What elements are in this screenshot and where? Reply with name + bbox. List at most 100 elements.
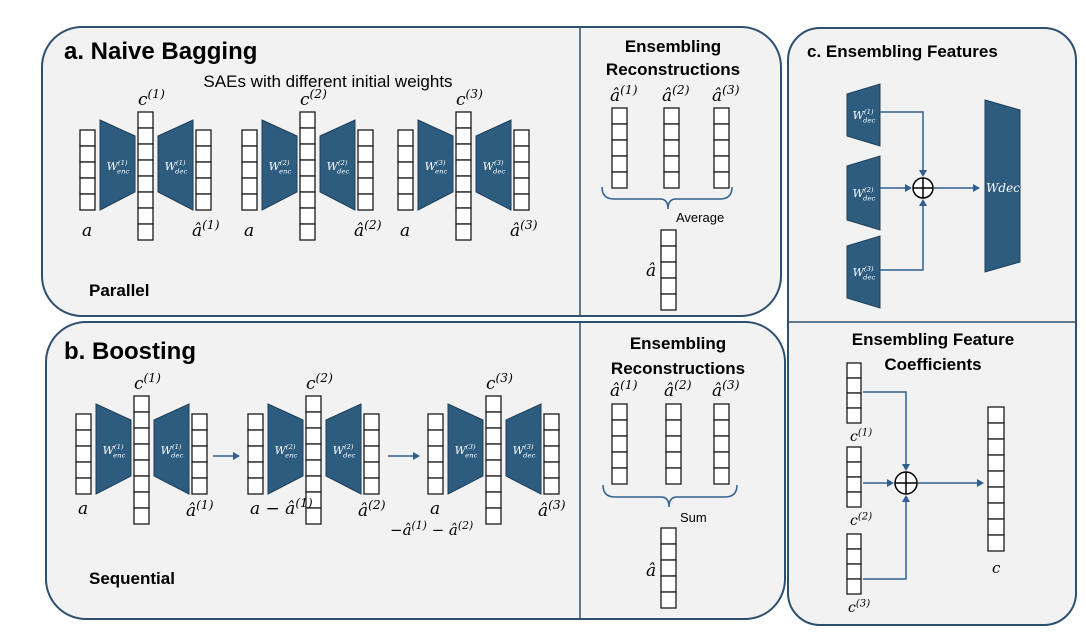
vector-cell — [611, 123, 628, 141]
input-label: a − â(1) — [250, 496, 313, 519]
vector-cell — [485, 475, 502, 493]
ens-recon-vector — [611, 107, 628, 189]
ens-recon-vector — [663, 107, 680, 189]
code-label: c(3) — [486, 371, 513, 394]
code-vector — [299, 111, 316, 241]
vector-cell — [357, 177, 374, 195]
vector-cell — [137, 191, 154, 209]
vector-cell — [133, 411, 150, 429]
vector-cell — [485, 443, 502, 461]
code-label: c(1) — [138, 87, 165, 110]
vector-cell — [660, 591, 677, 609]
vector-cell — [713, 107, 730, 125]
vector-cell — [305, 411, 322, 429]
encoder-weight — [267, 403, 304, 495]
vector-cell — [357, 161, 374, 179]
vector-cell — [455, 127, 472, 145]
code-vector — [846, 446, 862, 508]
vector-cell — [299, 159, 316, 177]
vector-cell — [191, 429, 208, 447]
averaged-output-vector — [660, 229, 677, 311]
code-label: c(2) — [300, 87, 327, 110]
vector-cell — [357, 145, 374, 163]
vector-cell — [513, 177, 530, 195]
vector-cell — [427, 429, 444, 447]
encoder-label: W(3)enc — [425, 159, 448, 175]
code-label: c(1) — [850, 426, 872, 445]
vector-cell — [133, 507, 150, 525]
vector-cell — [299, 207, 316, 225]
code-vector — [846, 362, 862, 424]
panel-b-title: b. Boosting — [64, 338, 196, 365]
recon-label: â(1) — [186, 498, 214, 521]
vector-cell — [485, 459, 502, 477]
input-label: a — [430, 499, 440, 519]
vector-cell — [846, 407, 862, 424]
vector-cell — [305, 427, 322, 445]
vector-cell — [663, 107, 680, 125]
vector-cell — [247, 413, 264, 431]
vector-cell — [846, 578, 862, 595]
encoder-label: W(2)enc — [269, 159, 292, 175]
vector-cell — [133, 395, 150, 413]
vector-cell — [611, 139, 628, 157]
encoder-weight — [99, 119, 136, 211]
vector-cell — [397, 177, 414, 195]
ens-recon-label: â(3) — [712, 378, 740, 401]
vector-cell — [713, 155, 730, 173]
vector-cell — [543, 461, 560, 479]
encoder-weight — [261, 119, 298, 211]
vector-cell — [513, 193, 530, 211]
encoder-label: W(3)enc — [455, 443, 478, 459]
input-vector — [75, 413, 92, 495]
vector-cell — [305, 507, 322, 525]
input-vector — [247, 413, 264, 495]
decoder-label: W(2)dec — [333, 443, 356, 459]
decoder-label: W(3)dec — [513, 443, 536, 459]
vector-cell — [133, 443, 150, 461]
panel-a-subtitle: SAEs with different initial weights — [203, 72, 452, 91]
code-vector — [137, 111, 154, 241]
vector-cell — [299, 191, 316, 209]
vector-cell — [611, 467, 628, 485]
vector-cell — [713, 419, 730, 437]
vector-cell — [846, 491, 862, 508]
vector-cell — [195, 145, 212, 163]
vector-cell — [846, 377, 862, 394]
merge-arrow-3 — [880, 206, 924, 271]
vector-cell — [543, 429, 560, 447]
vector-cell — [987, 438, 1005, 456]
vector-cell — [305, 475, 322, 493]
vector-cell — [195, 193, 212, 211]
vector-cell — [513, 129, 530, 147]
panel-a-title: a. Naive Bagging — [64, 38, 257, 65]
vector-cell — [846, 461, 862, 478]
vector-cell — [299, 175, 316, 193]
vector-cell — [611, 419, 628, 437]
code-vector — [455, 111, 472, 241]
arrow-head — [413, 452, 420, 460]
vector-cell — [660, 229, 677, 247]
vector-cell — [543, 477, 560, 495]
panel-b-combine-op: Sum — [680, 510, 707, 525]
vector-cell — [363, 429, 380, 447]
vector-cell — [241, 193, 258, 211]
encoder-weight — [95, 403, 132, 495]
vector-cell — [79, 145, 96, 163]
panel-c-title: c. Ensembling Features — [807, 42, 998, 61]
vector-cell — [137, 223, 154, 241]
vector-cell — [305, 459, 322, 477]
output-vector — [543, 413, 560, 495]
panel-a-mode: Parallel — [89, 281, 150, 300]
panel-b-ens-title-2: Reconstructions — [611, 359, 745, 378]
decoder-weight — [505, 403, 542, 495]
ens-recon-label: â(2) — [662, 83, 690, 106]
vector-cell — [75, 461, 92, 479]
vector-cell — [363, 413, 380, 431]
decoder-weight — [319, 119, 356, 211]
vector-cell — [485, 411, 502, 429]
vector-cell — [987, 422, 1005, 440]
vector-cell — [75, 477, 92, 495]
decoder-weight — [475, 119, 512, 211]
vector-cell — [299, 111, 316, 129]
